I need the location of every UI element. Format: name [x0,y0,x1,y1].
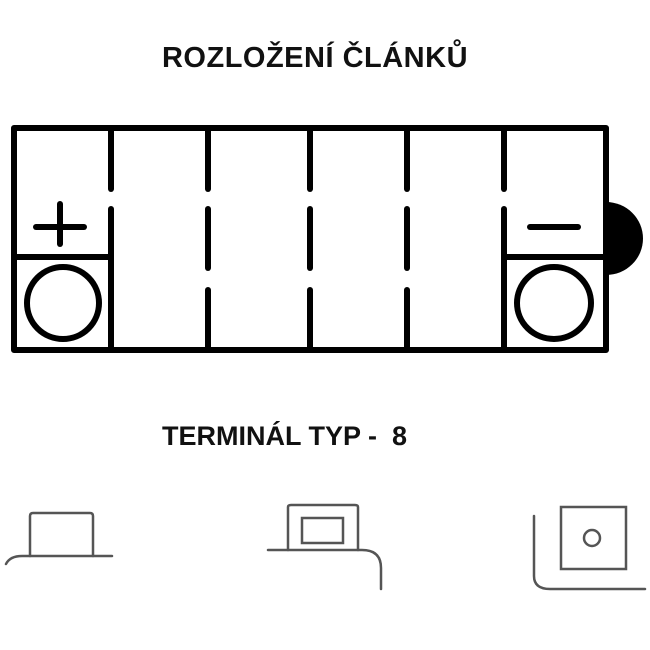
terminal-type-label: TERMINÁL TYP - 8 [162,421,408,451]
terminal-icon-boxed [266,503,383,591]
terminal-icon-side [532,505,647,591]
cell-dividers [108,125,507,353]
negative-terminal-circle [514,264,594,342]
terminal-icon-flat [4,511,114,566]
cell-layout-title: ROZLOŽENÍ ČLÁNKŮ [161,42,469,74]
positive-terminal-circle [24,264,102,342]
plus-icon [33,201,87,247]
polarity-bump [606,202,643,275]
